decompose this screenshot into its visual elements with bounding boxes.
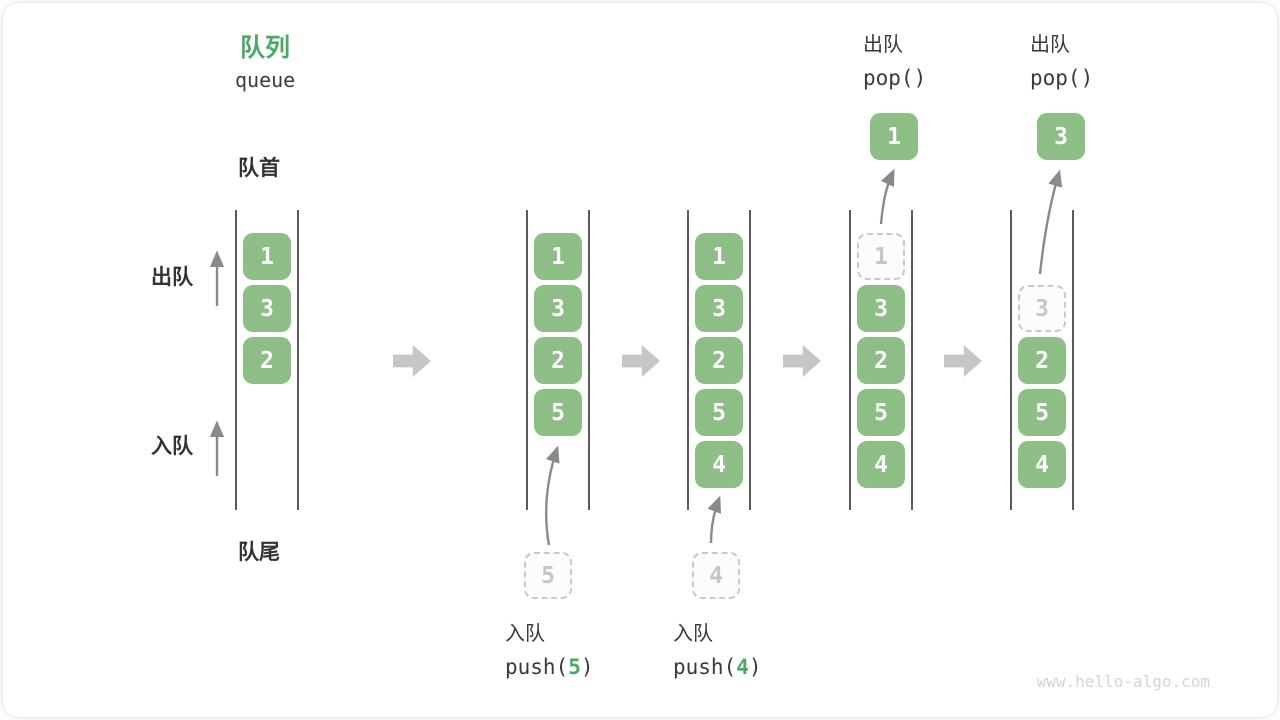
diagram-title-zh: 队列: [240, 34, 291, 62]
queue-right-wall: [297, 210, 299, 510]
queue-cell-5: 5: [857, 389, 905, 436]
dequeue-side-label: 出队: [151, 266, 193, 289]
pop2-label: 出队: [1030, 34, 1070, 56]
queue-cell-3: 3: [534, 285, 582, 332]
pop-operation-1: 出队 pop(): [863, 28, 926, 90]
queue-cell-1: 1: [534, 233, 582, 280]
queue-cell-3: 3: [695, 285, 743, 332]
pop-operation-2: 出队 pop(): [1030, 28, 1093, 90]
queue-left-wall: [1010, 210, 1012, 510]
queue-cell-3: 3: [243, 285, 291, 332]
queue-cell-4: 4: [695, 441, 743, 488]
queue-right-wall: [1072, 210, 1074, 510]
queue-front-label: 队首: [238, 157, 280, 180]
push5-code-arg: 5: [568, 655, 581, 679]
push-operation-4: 入队 push(4): [673, 617, 762, 679]
pop1-code: pop(): [863, 66, 927, 90]
pop1-label: 出队: [863, 34, 903, 56]
queue-right-wall: [749, 210, 751, 510]
diagram-title-en: queue: [235, 68, 296, 92]
push5-code-suffix: ): [580, 655, 594, 679]
queue-cell-2: 2: [857, 337, 905, 384]
queue-cell-2: 2: [1018, 337, 1066, 384]
push4-label: 入队: [673, 623, 713, 645]
popped-cell-3: 3: [1037, 113, 1085, 160]
push5-code-prefix: push(: [505, 655, 569, 679]
queue-right-wall: [911, 210, 913, 510]
pop2-code: pop(): [1030, 66, 1094, 90]
queue-cell-2: 2: [695, 337, 743, 384]
queue-cell-5: 5: [1018, 389, 1066, 436]
push4-code: push(4): [673, 655, 762, 679]
queue-cell-5: 5: [534, 389, 582, 436]
queue-left-wall: [849, 210, 851, 510]
queue-cell-1: 1: [243, 233, 291, 280]
push5-code: push(5): [505, 655, 594, 679]
popped-cell-1: 1: [870, 113, 918, 160]
queue-cell-2: 2: [243, 337, 291, 384]
queue-cell-1: 1: [695, 233, 743, 280]
queue-cell-4: 4: [857, 441, 905, 488]
pending-cell-5: 5: [524, 552, 572, 599]
queue-left-wall: [526, 210, 528, 510]
queue-cell-5: 5: [695, 389, 743, 436]
push4-code-suffix: ): [748, 655, 762, 679]
push4-code-arg: 4: [736, 655, 749, 679]
queue-cell-3: 3: [857, 285, 905, 332]
pending-cell-4: 4: [692, 552, 740, 599]
push-operation-5: 入队 push(5): [505, 617, 594, 679]
queue-cell-2: 2: [534, 337, 582, 384]
queue-right-wall: [588, 210, 590, 510]
push5-label: 入队: [505, 623, 545, 645]
watermark: www.hello-algo.com: [1036, 672, 1210, 691]
queue-left-wall: [687, 210, 689, 510]
queue-rear-label: 队尾: [238, 541, 280, 564]
queue-cell-4: 4: [1018, 441, 1066, 488]
queue-cell-1-ghost: 1: [857, 233, 905, 280]
queue-cell-3-ghost: 3: [1018, 285, 1066, 332]
push4-code-prefix: push(: [673, 655, 737, 679]
queue-left-wall: [235, 210, 237, 510]
enqueue-side-label: 入队: [151, 435, 193, 458]
